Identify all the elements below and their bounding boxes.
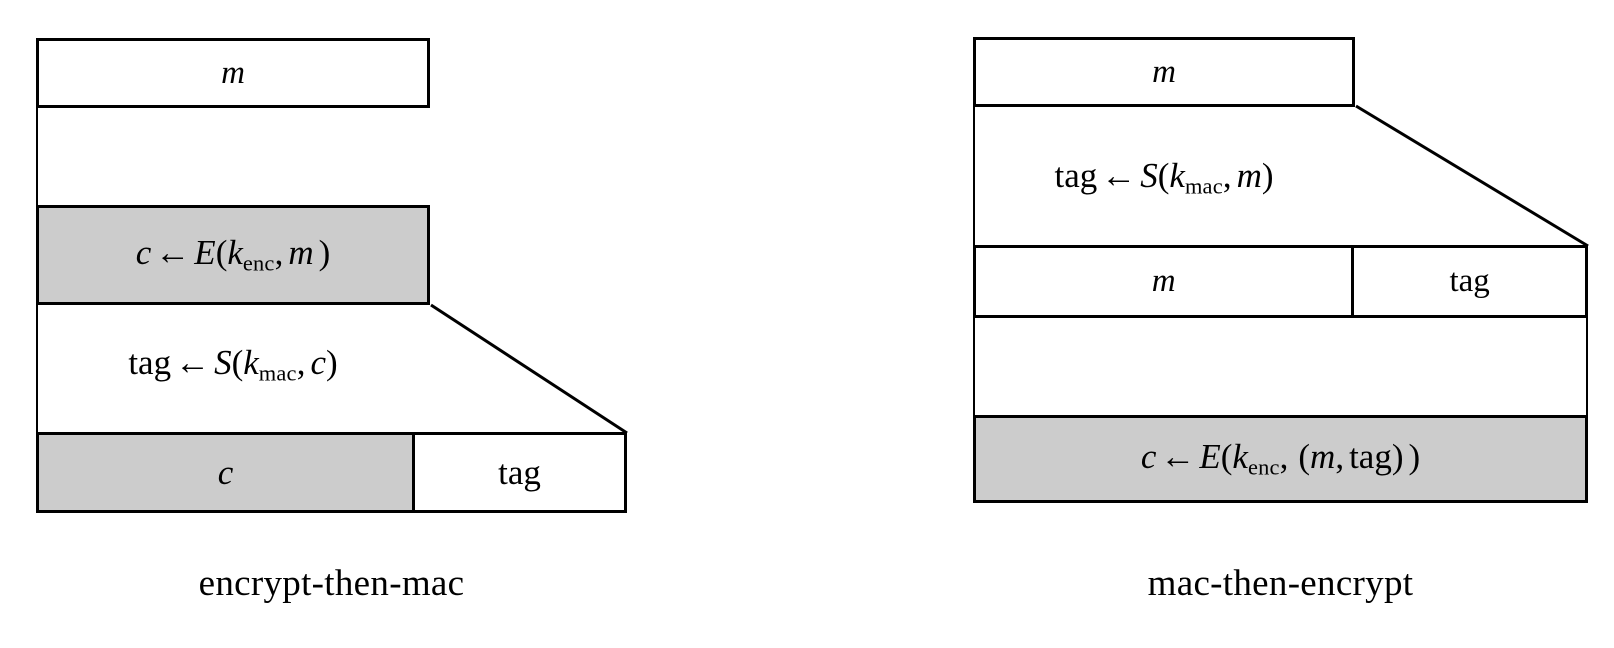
sym-tag: tag xyxy=(1054,156,1098,196)
sym-m: m xyxy=(1236,156,1262,196)
sym-arrow: ← xyxy=(1160,437,1196,477)
right-middle-cell-message-label: m xyxy=(1151,263,1176,299)
sym-c: c xyxy=(310,343,326,383)
right-funnel-diagonal xyxy=(1355,104,1589,248)
sym-E: E xyxy=(194,233,216,273)
sym-rparen: ) xyxy=(1408,437,1421,477)
sym-k: k xyxy=(243,343,259,383)
sym-lparen: ( xyxy=(1220,437,1233,477)
sym-c: c xyxy=(1140,437,1157,477)
left-row-encrypt: c←E(kenc,m) xyxy=(36,205,430,305)
left-row-message-label: m xyxy=(221,54,245,91)
sym-E: E xyxy=(1199,437,1221,477)
right-row-message-label: m xyxy=(1152,53,1176,90)
sym-sub-mac: mac xyxy=(1184,173,1223,199)
right-row-mac: tag←S(kmac,m) xyxy=(973,148,1355,208)
right-middle-row: m tag xyxy=(973,245,1588,318)
left-row-mac-label: tag←S(kmac,c) xyxy=(128,345,337,385)
sym-sub-enc: enc xyxy=(1247,454,1280,480)
sym-comma: , xyxy=(1279,437,1289,477)
sym-k: k xyxy=(227,233,243,273)
right-middle-cell-message: m xyxy=(976,248,1355,315)
left-funnel-diagonal xyxy=(430,303,628,435)
left-output-row: c tag xyxy=(36,432,627,513)
sym-comma-inner: , xyxy=(1335,437,1345,477)
sym-rparen-inner: ) xyxy=(1391,437,1404,477)
sym-rparen: ) xyxy=(326,343,338,383)
right-row-message: m xyxy=(973,37,1355,107)
sym-c: c xyxy=(135,233,152,273)
sym-m: m xyxy=(1310,437,1336,477)
right-panel-right-rail xyxy=(1586,316,1588,417)
sym-rparen: ) xyxy=(1261,156,1274,196)
left-output-cell-tag-label: tag xyxy=(498,453,541,492)
left-output-cell-ciphertext: c xyxy=(39,435,415,510)
sym-sub-enc: enc xyxy=(242,250,275,276)
right-middle-cell-tag-label: tag xyxy=(1449,263,1490,299)
right-middle-cell-tag: tag xyxy=(1354,248,1585,315)
left-row-message: m xyxy=(36,38,430,108)
sym-rparen: ) xyxy=(318,233,331,273)
sym-arrow: ← xyxy=(155,233,191,273)
sym-tag: tag xyxy=(128,343,172,383)
sym-comma: , xyxy=(296,343,306,383)
sym-lparen: ( xyxy=(231,343,244,383)
sym-S: S xyxy=(1140,156,1158,196)
sym-comma: , xyxy=(1222,156,1232,196)
sym-tag: tag xyxy=(1349,437,1392,477)
left-row-mac: tag←S(kmac,c) xyxy=(36,335,430,395)
sym-lparen: ( xyxy=(1157,156,1170,196)
sym-m: m xyxy=(288,233,314,273)
sym-lparen-inner: ( xyxy=(1298,437,1311,477)
right-row-mac-label: tag←S(kmac,m) xyxy=(1054,158,1273,198)
left-output-cell-tag: tag xyxy=(415,435,624,510)
sym-S: S xyxy=(214,343,232,383)
sym-sub-mac: mac xyxy=(258,360,297,386)
sym-comma: , xyxy=(274,233,284,273)
sym-lparen: ( xyxy=(215,233,228,273)
right-output-encrypt-label: c←E(kenc,(m,tag)) xyxy=(1141,439,1420,479)
sym-arrow: ← xyxy=(1101,156,1137,196)
left-output-cell-ciphertext-label: c xyxy=(217,453,234,492)
sym-arrow: ← xyxy=(175,343,211,383)
left-row-encrypt-label: c←E(kenc,m) xyxy=(136,235,331,275)
left-panel-caption: encrypt-then-mac xyxy=(198,563,465,604)
sym-k: k xyxy=(1232,437,1248,477)
sym-k: k xyxy=(1169,156,1185,196)
right-output-encrypt: c←E(kenc,(m,tag)) xyxy=(973,415,1588,503)
right-panel-caption: mac-then-encrypt xyxy=(1147,563,1414,604)
